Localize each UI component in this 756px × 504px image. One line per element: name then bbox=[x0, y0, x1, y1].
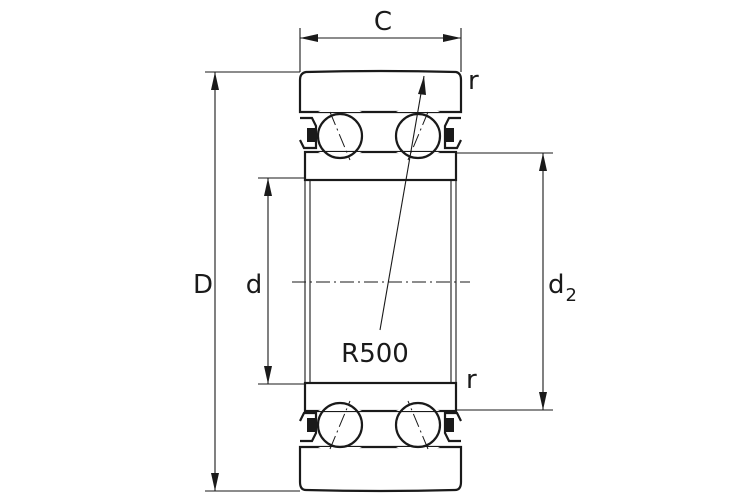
dimension-d2 bbox=[456, 152, 553, 411]
radius-leader bbox=[379, 75, 426, 331]
dimension-c bbox=[299, 28, 462, 72]
seal-bottom-left bbox=[299, 411, 318, 443]
label-r-top: r bbox=[468, 66, 479, 96]
dimension-d-bore bbox=[258, 177, 305, 385]
label-c: C bbox=[374, 7, 392, 37]
label-d2: d2 bbox=[548, 270, 577, 306]
outer-ring-top bbox=[298, 69, 463, 114]
dimension-d-outer bbox=[205, 71, 300, 492]
label-d: d bbox=[246, 270, 263, 300]
label-r500: R500 bbox=[341, 339, 409, 369]
outer-ring-bottom bbox=[298, 445, 463, 493]
label-D: D bbox=[193, 270, 213, 300]
inner-ring-top bbox=[303, 150, 458, 182]
seal-bottom-right bbox=[443, 411, 462, 443]
ball-top-left bbox=[316, 111, 364, 161]
seal-top-right bbox=[443, 116, 462, 150]
ball-bottom-right bbox=[394, 400, 442, 450]
seal-top-left bbox=[299, 116, 318, 150]
ball-bottom-left bbox=[316, 400, 364, 450]
label-r-bottom: r bbox=[466, 365, 477, 395]
